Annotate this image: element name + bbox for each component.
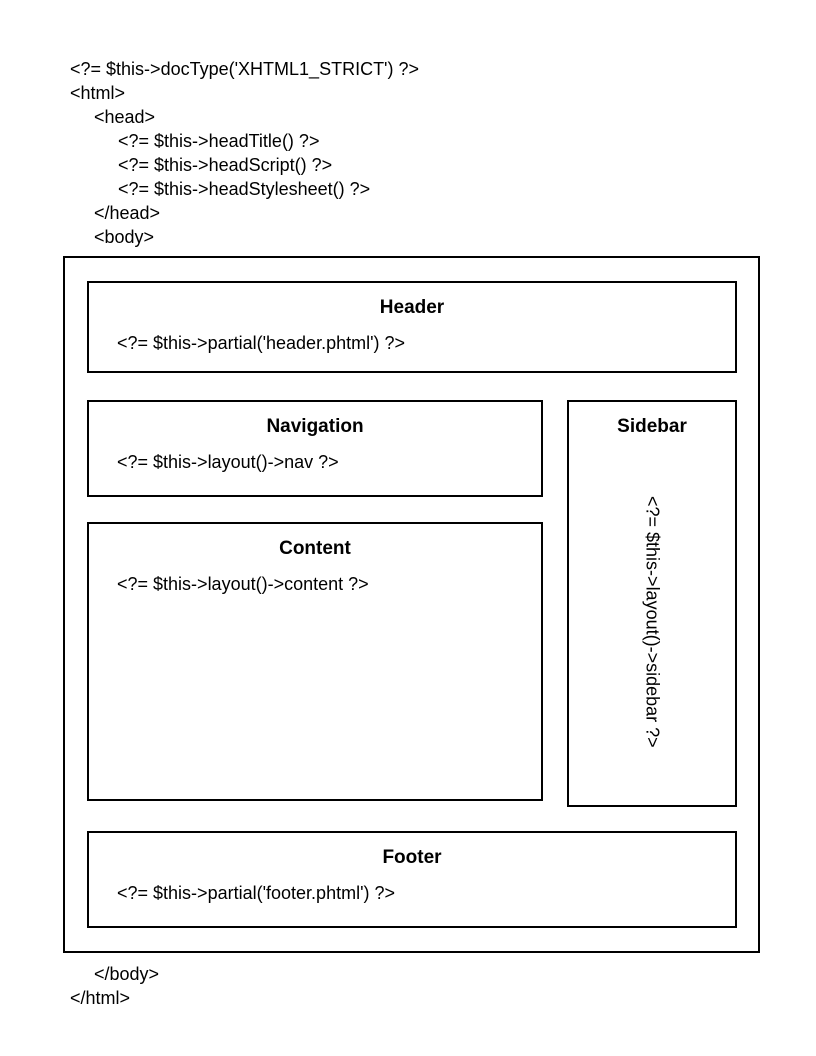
navigation-box: Navigation <?= $this->layout()->nav ?> (87, 400, 543, 497)
sidebar-box-code: <?= $this->layout()->sidebar ?> (642, 495, 663, 748)
header-box-title: Header (379, 297, 445, 318)
body-outline-box: Header <?= $this->partial('header.phtml'… (63, 256, 760, 953)
code-line-html-close: </html> (70, 988, 131, 1008)
sidebar-box: Sidebar <?= $this->layout()->sidebar ?> (567, 400, 737, 807)
content-box-title: Content (279, 538, 351, 559)
code-line-body-open: <body> (94, 227, 155, 247)
content-box: Content <?= $this->layout()->content ?> (87, 522, 543, 801)
code-line-body-close: </body> (94, 964, 160, 984)
code-line-doctype: <?= $this->docType('XHTML1_STRICT') ?> (70, 59, 420, 79)
code-line-html-open: <html> (70, 83, 126, 103)
content-box-code: <?= $this->layout()->content ?> (117, 574, 369, 594)
footer-box: Footer <?= $this->partial('footer.phtml'… (87, 831, 737, 928)
code-line-head-close: </head> (94, 203, 161, 223)
code-line-head-script: <?= $this->headScript() ?> (118, 155, 333, 175)
footer-box-title: Footer (382, 847, 442, 868)
header-box: Header <?= $this->partial('header.phtml'… (87, 281, 737, 373)
php-code-bottom: </body> </html> (70, 962, 159, 1010)
header-box-code: <?= $this->partial('header.phtml') ?> (117, 333, 406, 353)
code-line-head-stylesheet: <?= $this->headStylesheet() ?> (118, 179, 371, 199)
navigation-box-code: <?= $this->layout()->nav ?> (117, 452, 339, 472)
sidebar-box-title: Sidebar (617, 416, 687, 437)
footer-box-code: <?= $this->partial('footer.phtml') ?> (117, 883, 396, 903)
navigation-box-title: Navigation (266, 416, 364, 437)
code-line-head-title: <?= $this->headTitle() ?> (118, 131, 320, 151)
code-line-head-open: <head> (94, 107, 156, 127)
php-code-top: <?= $this->docType('XHTML1_STRICT') ?> <… (70, 57, 419, 249)
